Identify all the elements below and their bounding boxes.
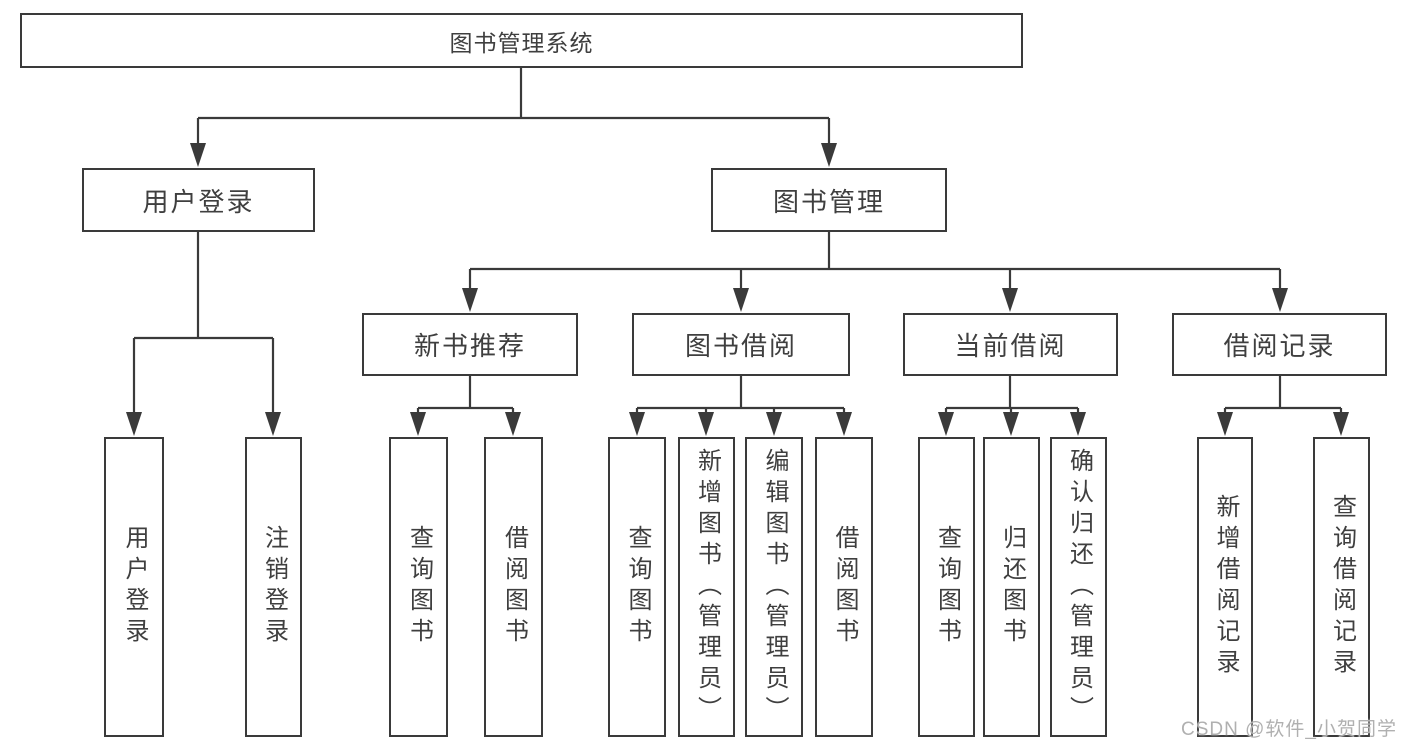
arrow-icon — [1003, 412, 1019, 436]
leaf-label: 查询图书 — [933, 525, 961, 649]
leaf-label: 新增借阅记录 — [1212, 494, 1239, 680]
node-label: 图书管理 — [772, 186, 885, 217]
arrow-icon — [1272, 288, 1288, 312]
leaf-label: 编辑图书（管理员） — [761, 447, 788, 727]
node-current-borrowing: 当前借阅 — [903, 313, 1118, 376]
leaf-borrowing-borrow-books: 借阅图书 — [815, 437, 873, 737]
arrowheads-recommend-to-leaves — [410, 412, 521, 436]
leaf-recommend-borrow-books: 借阅图书 — [484, 437, 543, 737]
arrow-icon — [766, 412, 782, 436]
leaf-label: 注销登录 — [260, 525, 288, 649]
csdn-watermark: CSDN @软件_小贺同学 — [1181, 719, 1397, 740]
arrow-icon — [938, 412, 954, 436]
node-label: 图书借阅 — [684, 331, 797, 361]
node-label: 图书管理系统 — [449, 29, 594, 56]
arrowheads-user-login-to-leaves — [126, 412, 281, 436]
arrowheads-book-management-to-modules — [462, 288, 1288, 312]
leaf-label: 归还图书 — [998, 525, 1026, 649]
leaf-borrowing-query-books: 查询图书 — [608, 437, 666, 737]
arrow-icon — [410, 412, 426, 436]
leaf-label: 借阅图书 — [831, 525, 858, 649]
connector-records-to-leaves — [1223, 376, 1343, 418]
leaf-recommend-query-books: 查询图书 — [389, 437, 448, 737]
leaf-label: 确认归还（管理员） — [1065, 447, 1093, 727]
leaf-current-query-books: 查询图书 — [918, 437, 975, 737]
leaf-user-login: 用户登录 — [104, 437, 164, 737]
arrow-icon — [1333, 412, 1349, 436]
connector-book-management-to-modules — [468, 232, 1282, 295]
leaf-label: 用户登录 — [121, 525, 148, 649]
arrow-icon — [821, 143, 837, 167]
node-label: 借阅记录 — [1223, 331, 1336, 361]
node-book-borrowing: 图书借阅 — [632, 313, 850, 376]
arrow-icon — [836, 412, 852, 436]
arrowheads-borrowing-to-leaves — [629, 412, 852, 436]
leaf-label: 查询图书 — [624, 525, 651, 649]
arrow-icon — [733, 288, 749, 312]
node-library-management-system: 图书管理系统 — [20, 13, 1023, 68]
arrow-icon — [698, 412, 714, 436]
leaf-records-query-borrow-record: 查询借阅记录 — [1313, 437, 1370, 737]
arrow-icon — [629, 412, 645, 436]
node-book-management-branch: 图书管理 — [711, 168, 947, 232]
leaf-current-return-books: 归还图书 — [983, 437, 1040, 737]
leaf-label: 查询图书 — [405, 525, 433, 649]
connector-recommend-to-leaves — [416, 376, 515, 418]
node-label: 新书推荐 — [413, 331, 526, 361]
connector-root-to-branches — [196, 68, 831, 150]
leaf-label: 查询借阅记录 — [1328, 494, 1356, 680]
arrow-icon — [462, 288, 478, 312]
connector-current-to-leaves — [944, 376, 1080, 418]
arrowheads-current-to-leaves — [938, 412, 1086, 436]
leaf-borrowing-add-books-admin: 新增图书（管理员） — [678, 437, 735, 737]
leaf-borrowing-edit-books-admin: 编辑图书（管理员） — [745, 437, 803, 737]
arrow-icon — [1217, 412, 1233, 436]
node-new-book-recommend: 新书推荐 — [362, 313, 578, 376]
node-user-login-branch: 用户登录 — [82, 168, 315, 232]
arrowheads-root-to-branches — [190, 143, 837, 167]
leaf-records-add-borrow-record: 新增借阅记录 — [1197, 437, 1253, 737]
arrow-icon — [1070, 412, 1086, 436]
node-label: 当前借阅 — [954, 331, 1067, 361]
connector-borrowing-to-leaves — [635, 376, 846, 418]
connector-user-login-to-leaves — [132, 232, 275, 418]
arrow-icon — [126, 412, 142, 436]
node-borrowing-records: 借阅记录 — [1172, 313, 1387, 376]
arrowheads-records-to-leaves — [1217, 412, 1349, 436]
node-label: 用户登录 — [142, 186, 255, 217]
leaf-logout: 注销登录 — [245, 437, 302, 737]
arrow-icon — [1002, 288, 1018, 312]
arrow-icon — [265, 412, 281, 436]
leaf-label: 新增图书（管理员） — [693, 447, 721, 727]
arrow-icon — [190, 143, 206, 167]
leaf-current-confirm-return-admin: 确认归还（管理员） — [1050, 437, 1107, 737]
arrow-icon — [505, 412, 521, 436]
leaf-label: 借阅图书 — [500, 525, 528, 649]
